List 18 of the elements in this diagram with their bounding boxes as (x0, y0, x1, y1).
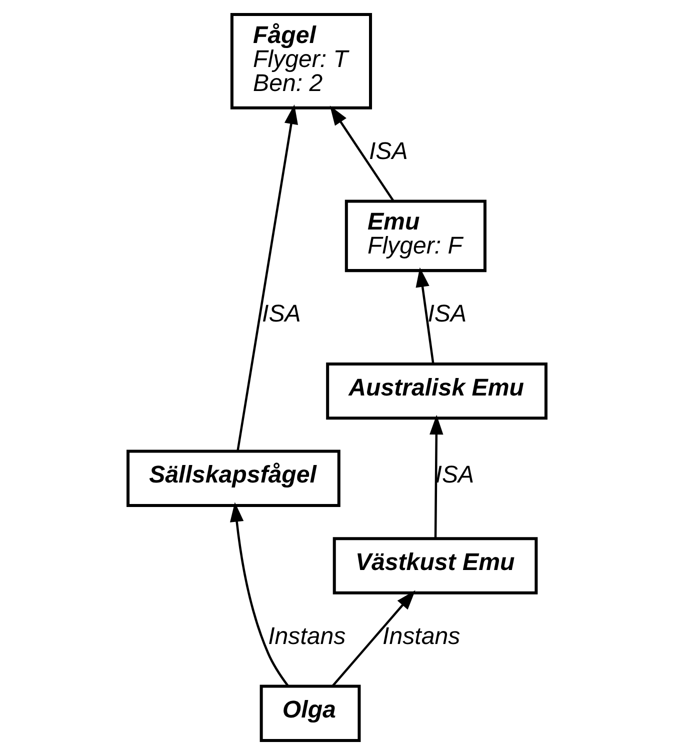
edge-label: Instans (382, 622, 460, 650)
arrow (429, 414, 443, 538)
arrow (329, 106, 394, 202)
node-box: Västkust Emu (332, 537, 538, 594)
node-box: Olga (259, 684, 360, 742)
edge-label: ISA (427, 300, 466, 328)
arrow (229, 502, 288, 686)
arrow (415, 267, 434, 364)
node-box: Sällskapsfågel (126, 450, 340, 508)
edge-label: ISA (434, 462, 474, 489)
node-box: Fågel Flyger: T Ben: 2 (230, 13, 372, 110)
arrow (331, 590, 415, 687)
arrow (236, 104, 298, 452)
edge-label: ISA (262, 300, 300, 328)
node-box: Australisk Emu (326, 362, 547, 420)
edge-label: Instans (268, 622, 346, 650)
edge-label: ISA (368, 138, 408, 165)
node-box: Emu Flyger: F (344, 200, 486, 272)
